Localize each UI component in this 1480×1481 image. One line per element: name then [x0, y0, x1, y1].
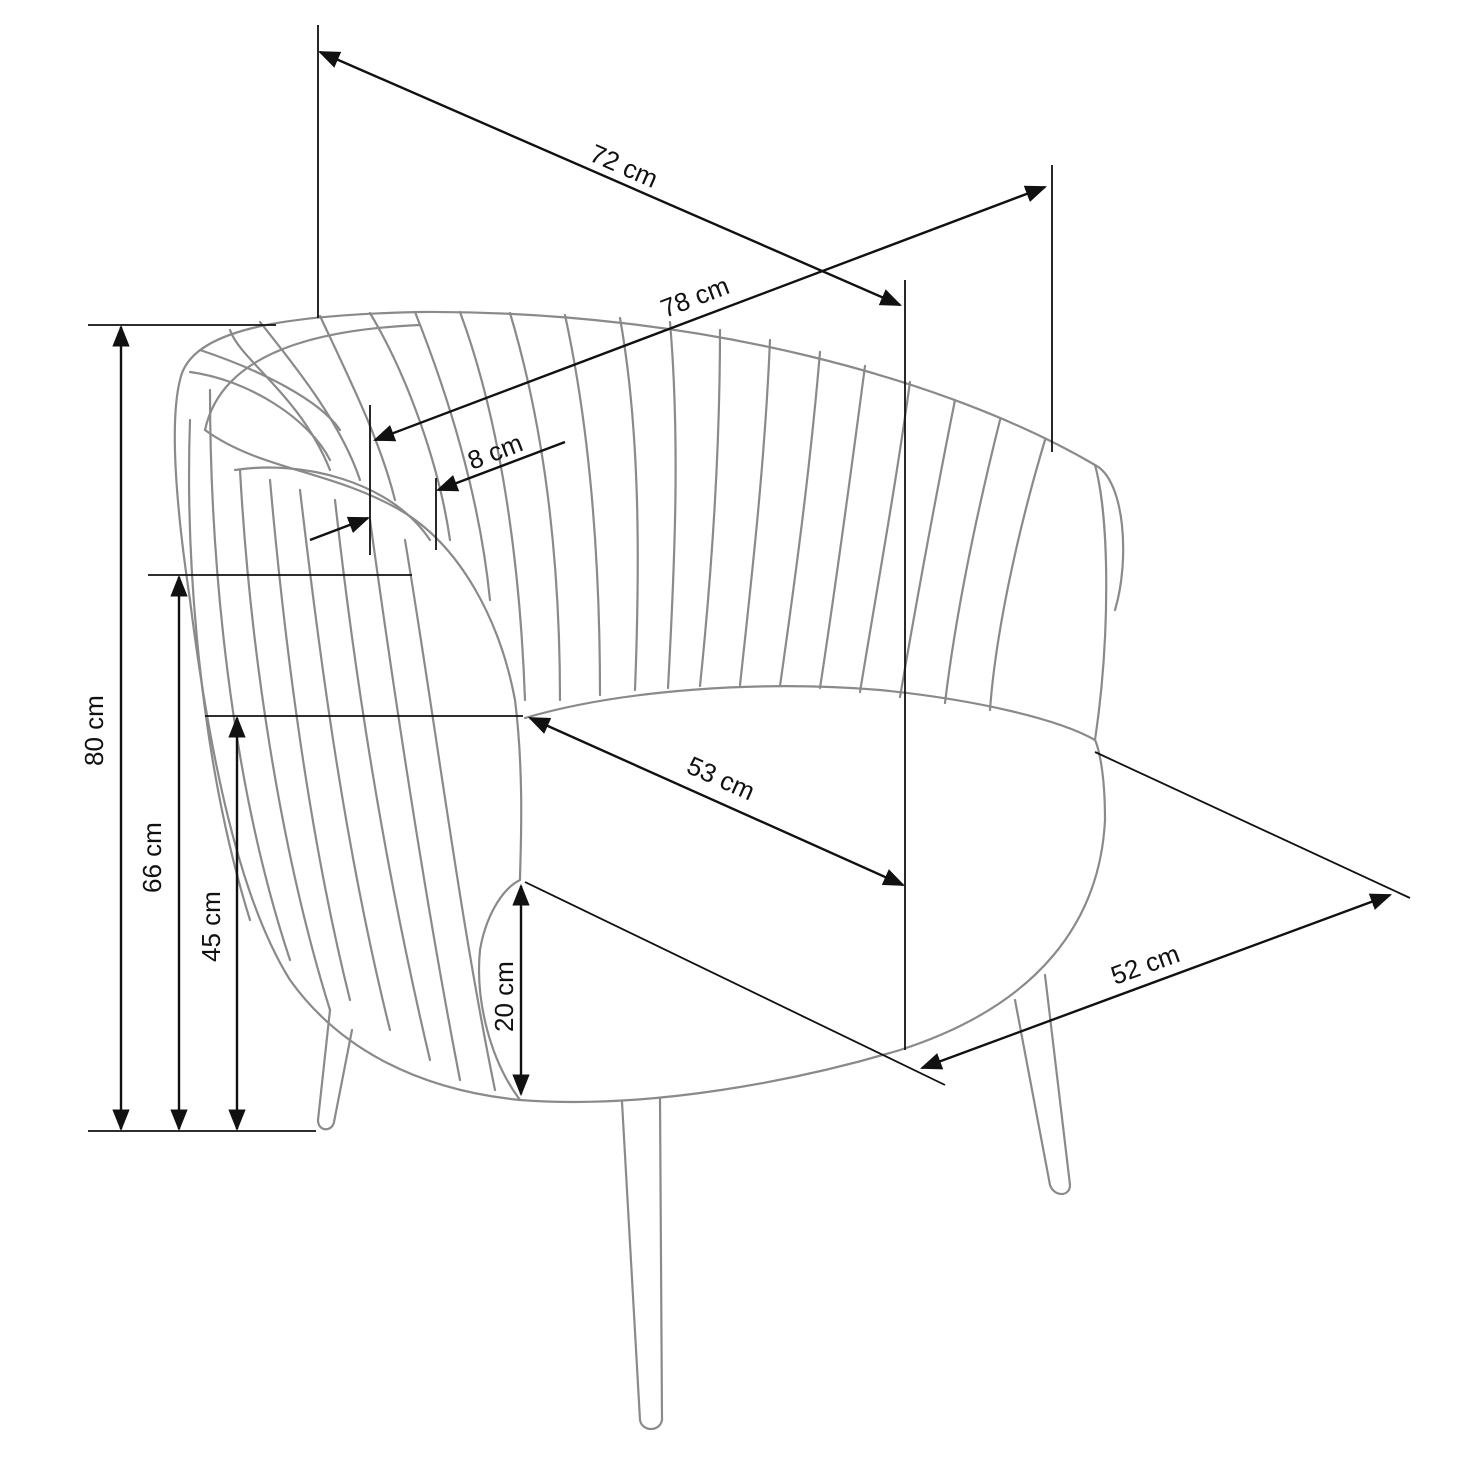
dim-label-80: 80 cm: [79, 695, 109, 766]
dim-label-45: 45 cm: [196, 891, 226, 962]
dim-label-53: 53 cm: [683, 750, 760, 806]
dim-label-78: 78 cm: [656, 270, 733, 323]
dimension-lines: [88, 25, 1411, 1132]
dim-label-66: 66 cm: [137, 822, 167, 893]
chair-pleats: [187, 310, 1047, 1092]
dim-label-52: 52 cm: [1107, 938, 1184, 990]
dim-label-20: 20 cm: [489, 961, 519, 1032]
chair-outline: [173, 310, 1125, 1431]
